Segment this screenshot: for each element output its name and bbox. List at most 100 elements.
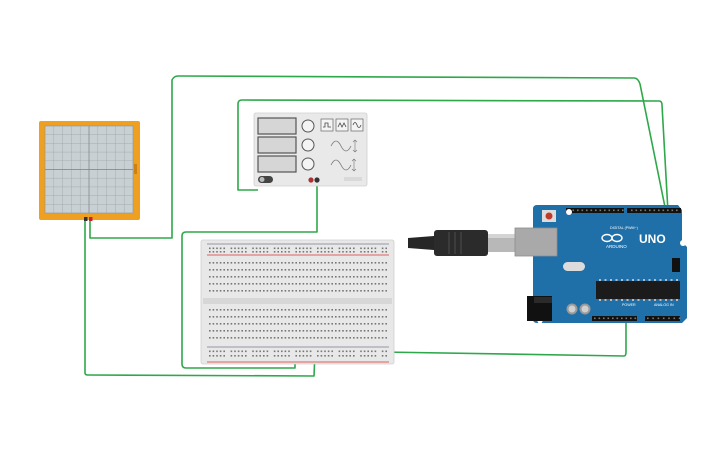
breadboard-hole[interactable] bbox=[237, 309, 240, 311]
breadboard-hole[interactable] bbox=[320, 290, 323, 292]
breadboard-hole[interactable] bbox=[327, 247, 330, 250]
breadboard-hole[interactable] bbox=[374, 330, 377, 332]
breadboard-hole[interactable] bbox=[331, 283, 333, 285]
breadboard-hole[interactable] bbox=[216, 323, 218, 325]
breadboard-hole[interactable] bbox=[237, 316, 240, 318]
breadboard-hole[interactable] bbox=[234, 276, 236, 278]
breadboard-hole[interactable] bbox=[284, 276, 287, 278]
breadboard-hole[interactable] bbox=[299, 276, 301, 278]
breadboard-hole[interactable] bbox=[335, 337, 337, 339]
breadboard-hole[interactable] bbox=[342, 283, 344, 285]
breadboard-hole[interactable] bbox=[266, 269, 269, 271]
breadboard-hole[interactable] bbox=[367, 269, 369, 271]
breadboard-hole[interactable] bbox=[306, 276, 308, 278]
breadboard-hole[interactable] bbox=[259, 337, 261, 339]
breadboard-hole[interactable] bbox=[360, 247, 362, 250]
breadboard-hole[interactable] bbox=[345, 330, 348, 332]
breadboard-hole[interactable] bbox=[288, 316, 290, 318]
breadboard-hole[interactable] bbox=[385, 247, 387, 250]
breadboard-hole[interactable] bbox=[273, 309, 276, 311]
breadboard-hole[interactable] bbox=[277, 355, 279, 357]
breadboard-hole[interactable] bbox=[223, 316, 225, 318]
breadboard-hole[interactable] bbox=[223, 337, 225, 339]
breadboard-hole[interactable] bbox=[281, 355, 283, 357]
breadboard-hole[interactable] bbox=[381, 262, 384, 264]
breadboard-hole[interactable] bbox=[237, 283, 240, 285]
breadboard-hole[interactable] bbox=[342, 355, 344, 357]
breadboard-hole[interactable] bbox=[299, 330, 301, 332]
breadboard-hole[interactable] bbox=[255, 283, 258, 285]
breadboard-hole[interactable] bbox=[367, 316, 369, 318]
breadboard-hole[interactable] bbox=[281, 247, 283, 250]
breadboard-hole[interactable] bbox=[349, 247, 351, 250]
breadboard-hole[interactable] bbox=[338, 309, 341, 311]
breadboard-hole[interactable] bbox=[327, 276, 330, 278]
power-pin[interactable] bbox=[603, 317, 605, 320]
digital-pin[interactable] bbox=[671, 209, 674, 212]
breadboard-hole[interactable] bbox=[284, 290, 287, 292]
breadboard-hole[interactable] bbox=[338, 337, 341, 339]
breadboard-hole[interactable] bbox=[353, 276, 355, 278]
power-pin[interactable] bbox=[612, 317, 614, 320]
power-pin[interactable] bbox=[594, 317, 596, 320]
breadboard-hole[interactable] bbox=[335, 269, 337, 271]
breadboard-hole[interactable] bbox=[360, 309, 362, 311]
breadboard-hole[interactable] bbox=[320, 283, 323, 285]
breadboard-hole[interactable] bbox=[248, 276, 251, 278]
breadboard-hole[interactable] bbox=[317, 276, 319, 278]
breadboard-hole[interactable] bbox=[381, 247, 384, 250]
breadboard-hole[interactable] bbox=[345, 290, 348, 292]
breadboard-hole[interactable] bbox=[295, 350, 297, 353]
breadboard-hole[interactable] bbox=[381, 283, 384, 285]
digital-pin[interactable] bbox=[676, 209, 678, 212]
breadboard-hole[interactable] bbox=[349, 269, 351, 271]
breadboard-hole[interactable] bbox=[309, 309, 312, 311]
breadboard-hole[interactable] bbox=[266, 290, 269, 292]
breadboard-hole[interactable] bbox=[237, 290, 240, 292]
breadboard-hole[interactable] bbox=[374, 350, 377, 353]
breadboard-hole[interactable] bbox=[353, 251, 355, 253]
breadboard-hole[interactable] bbox=[234, 269, 236, 271]
breadboard-hole[interactable] bbox=[360, 269, 362, 271]
breadboard-hole[interactable] bbox=[237, 350, 240, 353]
breadboard-hole[interactable] bbox=[259, 247, 261, 250]
breadboard-hole[interactable] bbox=[320, 337, 323, 339]
breadboard-hole[interactable] bbox=[381, 337, 384, 339]
breadboard-hole[interactable] bbox=[219, 290, 222, 292]
breadboard-hole[interactable] bbox=[273, 269, 276, 271]
breadboard-hole[interactable] bbox=[212, 290, 215, 292]
breadboard-hole[interactable] bbox=[263, 276, 265, 278]
breadboard-hole[interactable] bbox=[227, 330, 229, 332]
breadboard-hole[interactable] bbox=[291, 290, 294, 292]
breadboard-hole[interactable] bbox=[223, 290, 225, 292]
breadboard-hole[interactable] bbox=[263, 251, 265, 253]
breadboard-hole[interactable] bbox=[367, 276, 369, 278]
breadboard-hole[interactable] bbox=[263, 355, 265, 357]
breadboard-hole[interactable] bbox=[263, 262, 265, 264]
breadboard-hole[interactable] bbox=[295, 269, 297, 271]
breadboard-hole[interactable] bbox=[223, 323, 225, 325]
breadboard-hole[interactable] bbox=[385, 316, 387, 318]
breadboard-hole[interactable] bbox=[252, 316, 254, 318]
breadboard-hole[interactable] bbox=[255, 309, 258, 311]
breadboard-hole[interactable] bbox=[342, 276, 344, 278]
analog-pin[interactable] bbox=[678, 317, 681, 320]
breadboard-hole[interactable] bbox=[266, 355, 269, 357]
breadboard-hole[interactable] bbox=[317, 316, 319, 318]
breadboard-hole[interactable] bbox=[356, 309, 359, 311]
breadboard-hole[interactable] bbox=[295, 276, 297, 278]
breadboard-hole[interactable] bbox=[320, 355, 323, 357]
breadboard-hole[interactable] bbox=[255, 350, 258, 353]
breadboard-hole[interactable] bbox=[345, 309, 348, 311]
breadboard-hole[interactable] bbox=[248, 316, 251, 318]
breadboard-hole[interactable] bbox=[331, 276, 333, 278]
breadboard-hole[interactable] bbox=[273, 251, 276, 253]
breadboard-hole[interactable] bbox=[241, 355, 243, 357]
breadboard-hole[interactable] bbox=[356, 337, 359, 339]
breadboard-hole[interactable] bbox=[277, 350, 279, 353]
breadboard-hole[interactable] bbox=[288, 247, 290, 250]
breadboard-hole[interactable] bbox=[299, 337, 301, 339]
breadboard-hole[interactable] bbox=[345, 350, 348, 353]
breadboard-hole[interactable] bbox=[270, 269, 272, 271]
breadboard-hole[interactable] bbox=[241, 330, 243, 332]
